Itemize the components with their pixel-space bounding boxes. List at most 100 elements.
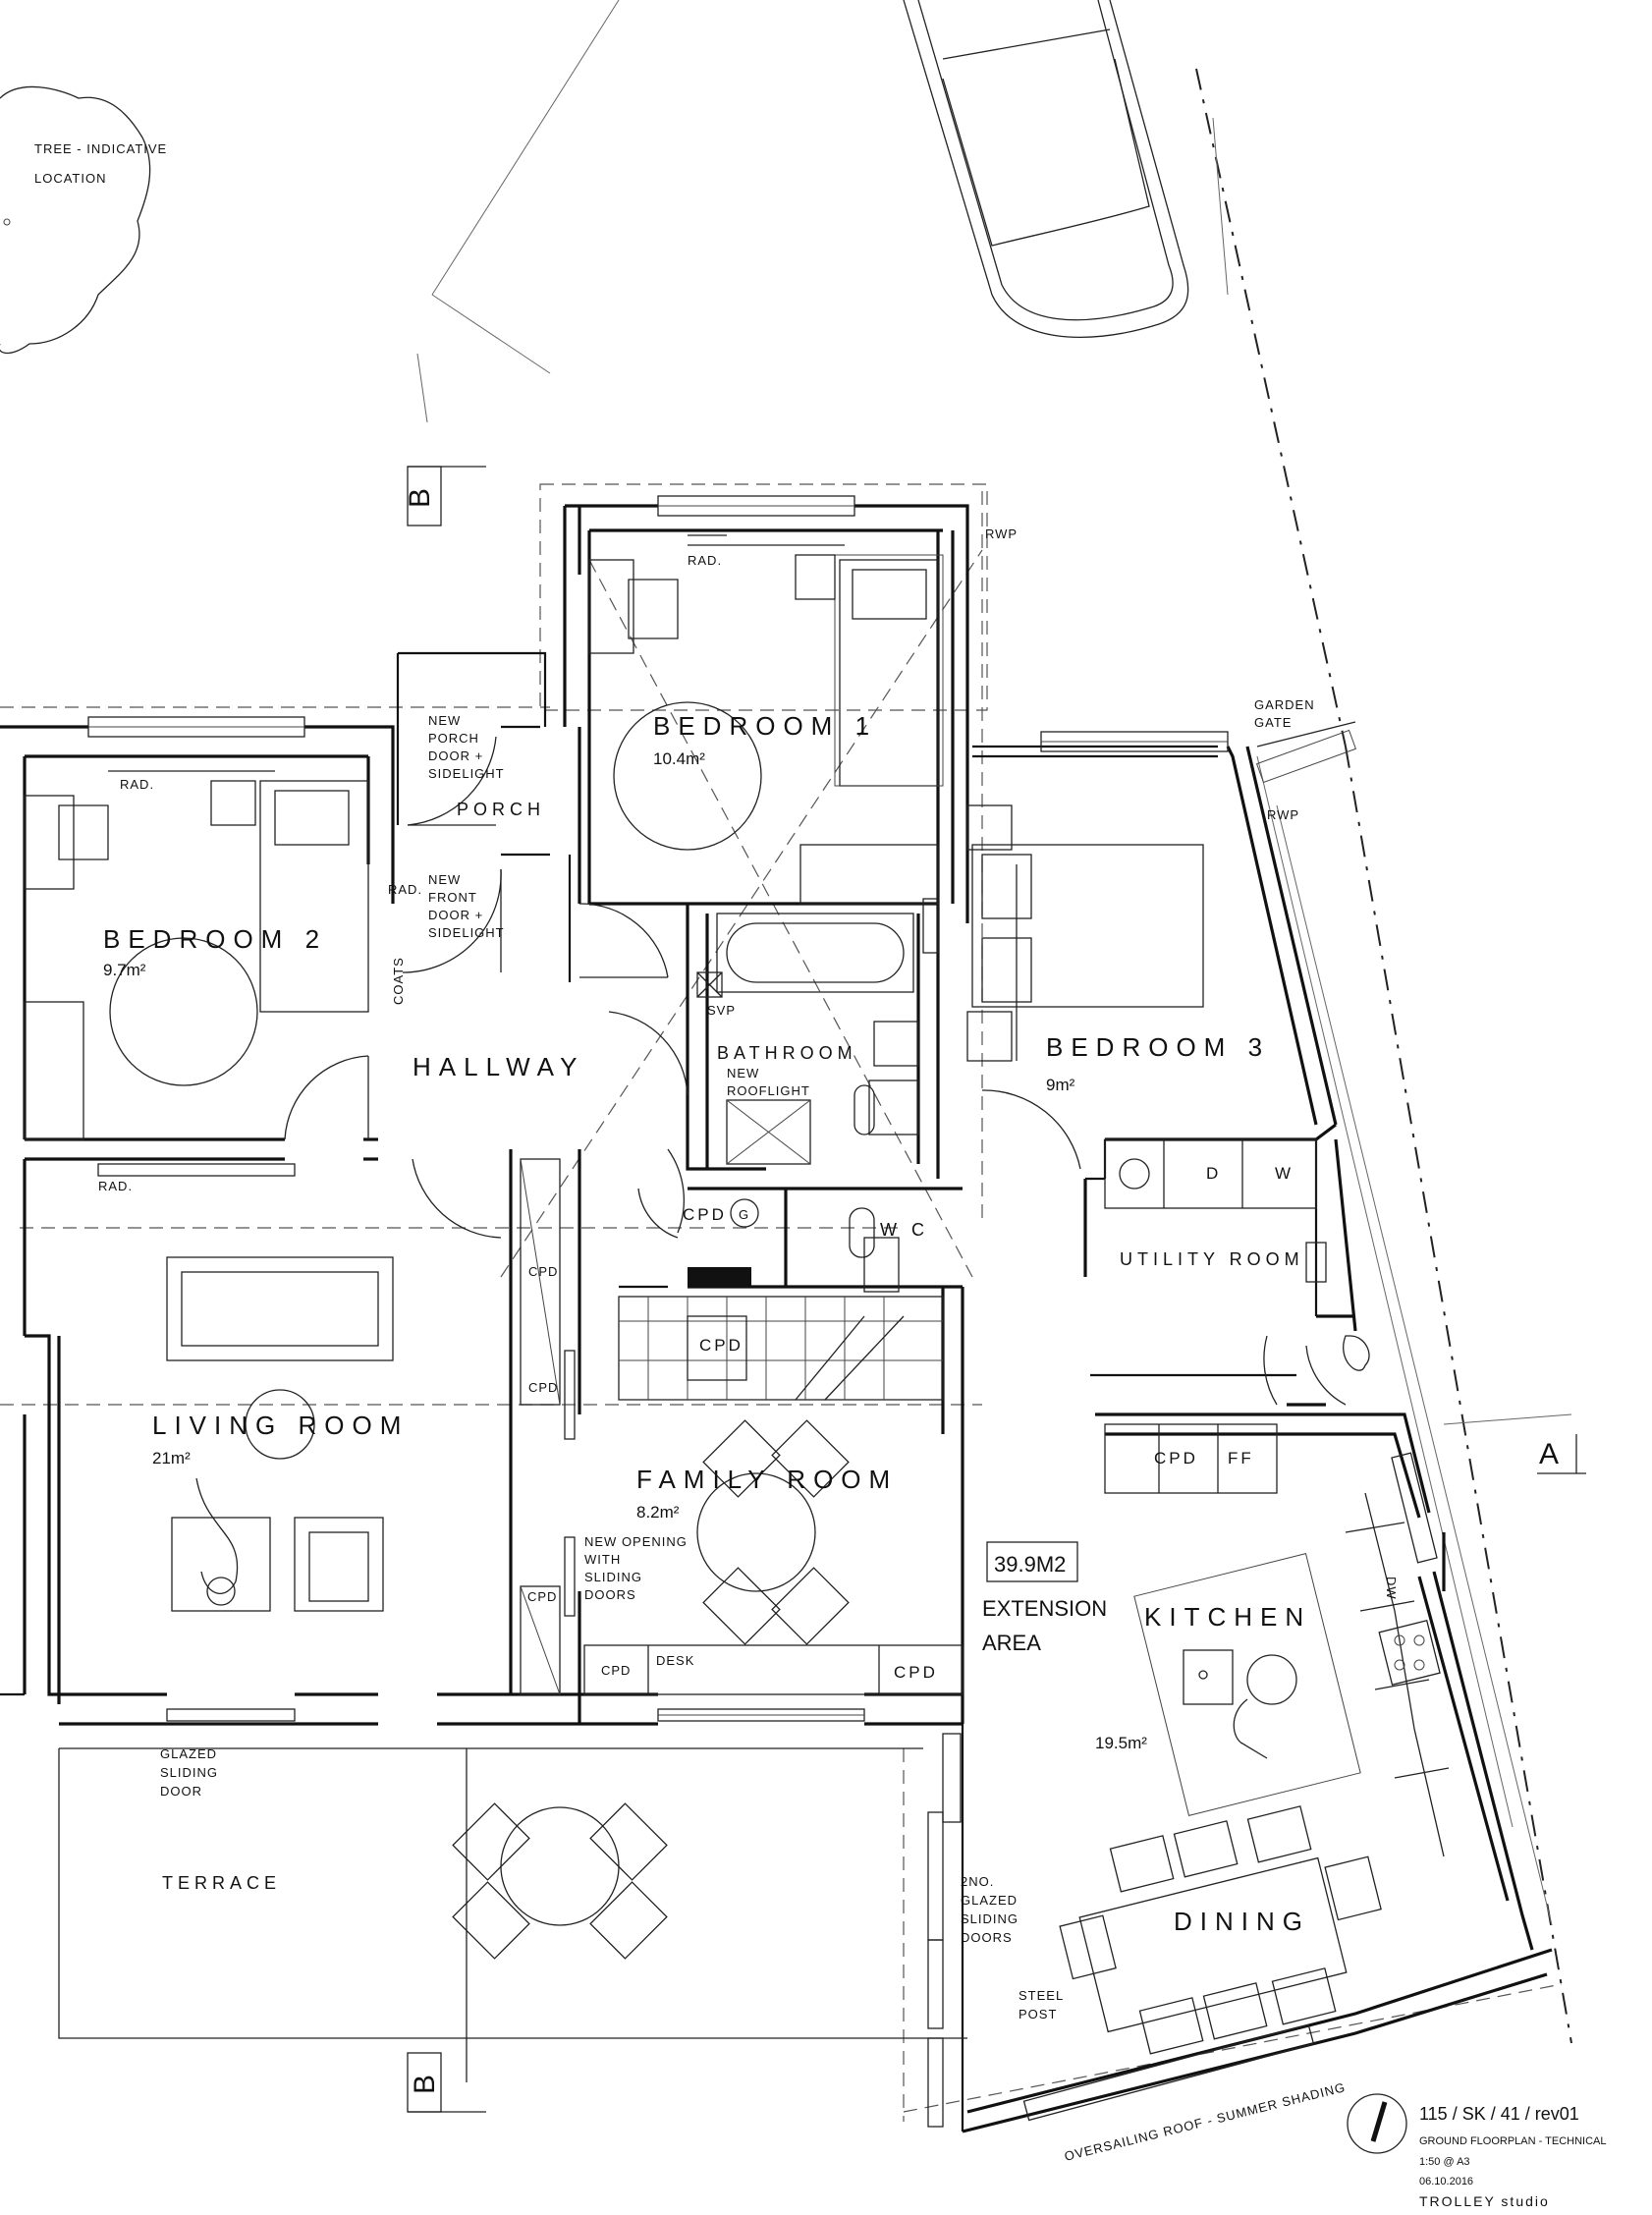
family-room-name: FAMILY ROOM xyxy=(636,1465,898,1494)
svg-text:ROOFLIGHT: ROOFLIGHT xyxy=(727,1083,810,1098)
drawing-number: 115 / SK / 41 / rev01 xyxy=(1419,2104,1579,2124)
bedroom2-area: 9.7m² xyxy=(103,961,146,979)
bedroom3-furniture xyxy=(966,804,1204,1062)
tree-note-line1: TREE - INDICATIVE xyxy=(34,141,167,156)
cpd-label-hall-side2: CPD xyxy=(528,1380,558,1395)
extension-area-value: 39.9M2 xyxy=(994,1552,1066,1577)
car-outline xyxy=(903,0,1189,338)
svg-text:NEW: NEW xyxy=(428,713,461,728)
steel-post-note: STEEL POST xyxy=(1019,1988,1064,2021)
cpd-label-family: CPD xyxy=(527,1589,557,1604)
svg-text:SLIDING: SLIDING xyxy=(160,1765,218,1780)
svg-text:STEEL: STEEL xyxy=(1019,1988,1064,2003)
svg-text:2NO.: 2NO. xyxy=(961,1874,994,1889)
extension-area-box xyxy=(986,1541,1078,1582)
extension-area-line1: EXTENSION xyxy=(982,1596,1107,1621)
rwp-label-top: RWP xyxy=(985,526,1018,541)
coats-label: COATS xyxy=(391,957,406,1005)
svg-text:GLAZED: GLAZED xyxy=(961,1893,1018,1908)
svg-text:GARDEN: GARDEN xyxy=(1254,697,1315,712)
glazed-sliding-doors-2-note: 2NO. GLAZED SLIDING DOORS xyxy=(961,1874,1019,1945)
section-b-top: B xyxy=(404,488,436,508)
svg-text:SIDELIGHT: SIDELIGHT xyxy=(428,766,505,781)
kitchen-area: 19.5m² xyxy=(1095,1734,1147,1752)
desk-label: DESK xyxy=(656,1653,694,1668)
washer-d-label: D xyxy=(1206,1164,1221,1183)
svg-text:DOOR +: DOOR + xyxy=(428,748,483,763)
ff-label: FF xyxy=(1228,1449,1254,1467)
bedroom3-name: BEDROOM 3 xyxy=(1046,1032,1270,1062)
family-furniture xyxy=(520,1419,964,1695)
garden-gate-note: GARDEN GATE xyxy=(1254,697,1315,730)
bedroom1-furniture xyxy=(588,534,944,905)
dining-name: DINING xyxy=(1174,1907,1310,1936)
svg-text:DOOR: DOOR xyxy=(160,1784,202,1799)
doors xyxy=(284,721,1356,1406)
dw-label: DW xyxy=(1384,1577,1399,1600)
svg-text:FRONT: FRONT xyxy=(428,890,477,905)
drawing-date: 06.10.2016 xyxy=(1419,2176,1473,2187)
svg-text:DOORS: DOORS xyxy=(961,1930,1013,1945)
cpd-label-stair: CPD xyxy=(699,1336,743,1355)
wc-name: W C xyxy=(880,1220,929,1240)
section-b-bottom: B xyxy=(409,2075,441,2094)
svg-text:SLIDING: SLIDING xyxy=(584,1570,642,1584)
cpd-label-kitchen: CPD xyxy=(1154,1449,1198,1467)
cpd-label-desk-left: CPD xyxy=(601,1663,631,1678)
svp-label: SVP xyxy=(707,1003,736,1018)
windows xyxy=(87,495,1438,2128)
svg-text:GATE: GATE xyxy=(1254,715,1292,730)
tree-outline xyxy=(0,85,151,355)
living-room-name: LIVING ROOM xyxy=(152,1411,409,1440)
svg-text:POST: POST xyxy=(1019,2007,1057,2021)
terrace-furniture xyxy=(58,1747,967,2082)
washer-w-label: W xyxy=(1275,1164,1294,1183)
rad-label-bed2: RAD. xyxy=(120,777,154,792)
new-front-door-note: NEW FRONT DOOR + SIDELIGHT xyxy=(428,872,505,940)
north-arrow xyxy=(1347,2093,1407,2154)
cpd-label-hall-side1: CPD xyxy=(528,1264,558,1279)
svg-text:PORCH: PORCH xyxy=(428,731,479,746)
living-furniture xyxy=(97,1163,394,1612)
bathroom-fixtures xyxy=(696,898,939,1165)
oversailing-roof-note: OVERSAILING ROOF - SUMMER SHADING xyxy=(1063,2079,1347,2164)
glazed-sliding-door-note: GLAZED SLIDING DOOR xyxy=(160,1746,218,1799)
title-block: 115 / SK / 41 / rev01 GROUND FLOORPLAN -… xyxy=(1419,2104,1607,2209)
hallway-name: HALLWAY xyxy=(413,1052,584,1081)
studio-name: TROLLEY studio xyxy=(1419,2193,1550,2209)
drawing-title: GROUND FLOORPLAN - TECHNICAL xyxy=(1419,2135,1607,2147)
svg-text:DOORS: DOORS xyxy=(584,1587,636,1602)
terrace-name: TERRACE xyxy=(162,1873,281,1893)
rwp-label-side: RWP xyxy=(1267,807,1299,822)
bedroom1-area: 10.4m² xyxy=(653,749,705,768)
dining-table xyxy=(1059,1805,1382,2055)
utility-fixtures xyxy=(1104,1138,1370,1371)
kitchen-name: KITCHEN xyxy=(1144,1602,1311,1632)
utility-room-name: UTILITY ROOM xyxy=(1120,1249,1304,1269)
svg-text:WITH: WITH xyxy=(584,1552,621,1567)
kitchen-fixtures xyxy=(1104,1423,1450,1857)
rad-label-living: RAD. xyxy=(98,1179,133,1193)
svg-text:GLAZED: GLAZED xyxy=(160,1746,217,1761)
gas-meter-label: G xyxy=(739,1207,749,1222)
living-room-area: 21m² xyxy=(152,1449,191,1467)
family-room-area: 8.2m² xyxy=(636,1503,680,1522)
bedroom1-name: BEDROOM 1 xyxy=(653,711,877,741)
new-opening-note: NEW OPENING WITH SLIDING DOORS xyxy=(584,1534,688,1602)
bathroom-name: BATHROOM xyxy=(717,1043,857,1063)
stairs-wc xyxy=(520,1158,944,1440)
svg-text:SLIDING: SLIDING xyxy=(961,1911,1019,1926)
svg-text:SIDELIGHT: SIDELIGHT xyxy=(428,925,505,940)
section-markers xyxy=(407,466,1586,2113)
rad-label-bed1: RAD. xyxy=(688,553,722,568)
rad-label-porch: RAD. xyxy=(388,882,422,897)
svg-text:NEW: NEW xyxy=(727,1066,759,1080)
new-porch-door-note: NEW PORCH DOOR + SIDELIGHT xyxy=(428,713,505,781)
porch-name: PORCH xyxy=(457,800,545,819)
site-boundary-lines xyxy=(416,0,1572,2044)
drawing-scale: 1:50 @ A3 xyxy=(1419,2156,1470,2168)
tree-note-line2: LOCATION xyxy=(34,171,107,186)
svg-text:NEW OPENING: NEW OPENING xyxy=(584,1534,688,1549)
cpd-label-hall: CPD xyxy=(683,1205,727,1224)
